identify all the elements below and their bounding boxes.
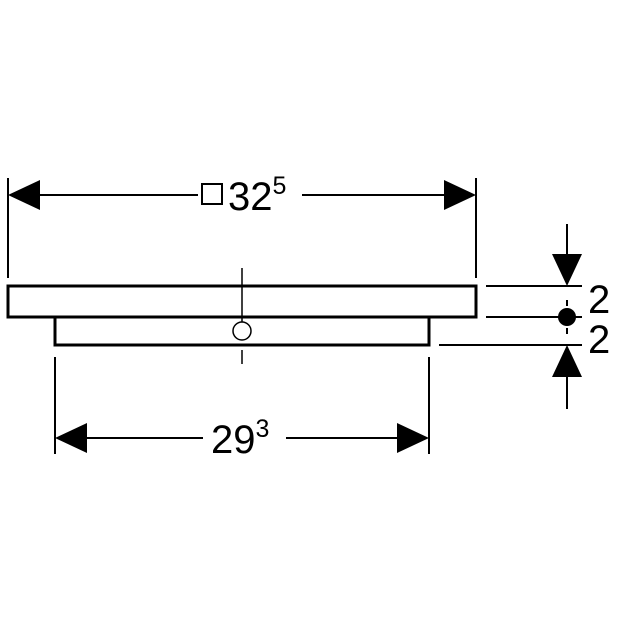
square-symbol-icon — [201, 183, 223, 205]
lower-thickness-label: 2 — [588, 318, 610, 362]
bottom-width-main: 29 — [211, 418, 256, 462]
top-left-arrowhead — [8, 180, 40, 210]
center-point-circle — [232, 321, 252, 341]
top-width-label: 325 — [228, 172, 286, 219]
bottom-width-label: 293 — [211, 415, 269, 462]
upper-thickness-label: 2 — [588, 278, 610, 322]
center-marker — [232, 268, 252, 364]
top-right-arrowhead — [444, 180, 476, 210]
bottom-width-superscript: 3 — [256, 415, 270, 443]
thickness-dimension: 2 2 — [439, 224, 610, 409]
bottom-right-arrowhead — [397, 423, 429, 453]
top-width-dimension: 325 — [7, 172, 477, 278]
thickness-down-arrowhead — [552, 254, 582, 286]
top-width-main: 32 — [228, 175, 273, 219]
top-width-superscript: 5 — [273, 172, 287, 200]
bottom-width-dimension: 293 — [54, 357, 430, 462]
thickness-up-arrowhead — [552, 345, 582, 377]
thickness-center-dot — [558, 308, 576, 326]
bottom-left-arrowhead — [55, 423, 87, 453]
